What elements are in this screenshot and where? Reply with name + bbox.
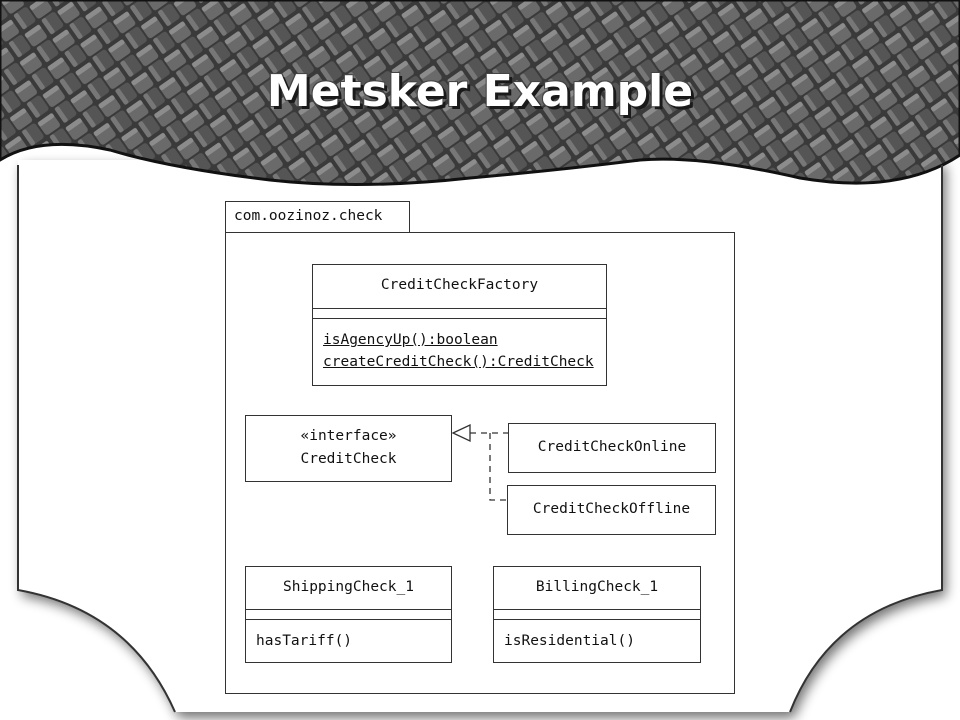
class-credit-check-online: CreditCheckOnline (508, 423, 716, 473)
class-credit-check-offline: CreditCheckOffline (507, 485, 716, 535)
class-credit-check-factory: CreditCheckFactory isAgencyUp():boolean … (312, 264, 607, 386)
separator (494, 609, 700, 610)
interface-stereotype: «interface» (300, 428, 397, 444)
operation-is-agency-up: isAgencyUp():boolean (323, 332, 498, 348)
class-name: ShippingCheck_1 (283, 579, 414, 595)
package-name: com.oozinoz.check (234, 208, 383, 224)
class-billing-check: BillingCheck_1 isResidential() (493, 566, 701, 663)
operation-is-residential: isResidential() (504, 633, 635, 649)
interface-credit-check: «interface» CreditCheck (245, 415, 452, 482)
separator (246, 619, 451, 620)
operation-create-credit-check: createCreditCheck():CreditCheck (323, 354, 594, 370)
class-name: CreditCheck (300, 451, 397, 467)
separator (494, 619, 700, 620)
class-name: CreditCheckFactory (380, 277, 539, 293)
class-shipping-check: ShippingCheck_1 hasTariff() (245, 566, 452, 663)
class-name: CreditCheckOnline (537, 439, 687, 455)
separator (313, 308, 606, 309)
slide-title: Metsker Example (266, 66, 694, 117)
separator (313, 318, 606, 319)
class-name: BillingCheck_1 (535, 579, 659, 595)
class-name: CreditCheckOffline (532, 501, 691, 517)
package-tab: com.oozinoz.check (225, 201, 410, 233)
separator (246, 609, 451, 610)
operation-has-tariff: hasTariff() (256, 633, 353, 649)
